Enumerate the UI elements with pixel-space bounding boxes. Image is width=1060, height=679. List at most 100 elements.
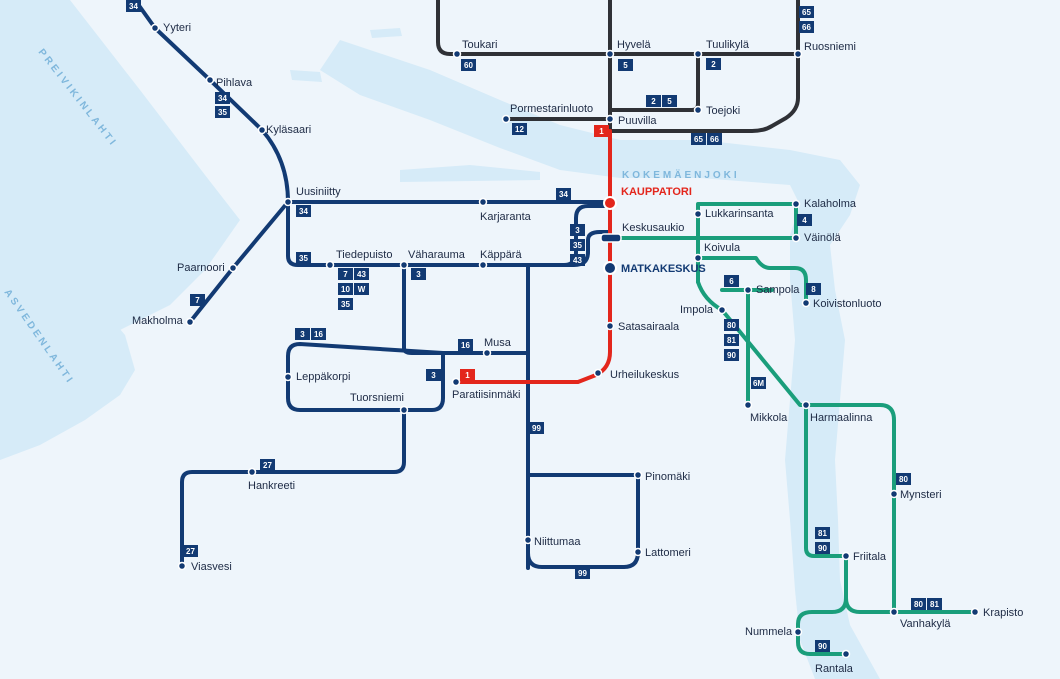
stop-dot-leppakorpi[interactable] (283, 372, 293, 382)
keskusaukio-hub[interactable] (600, 233, 622, 243)
route-badge[interactable]: 3 (426, 369, 441, 381)
stop-dot-tuulikyla[interactable] (693, 49, 703, 59)
route-badge[interactable]: 2 (646, 95, 661, 107)
stop-dot-rantala[interactable] (841, 649, 851, 659)
stop-labels: Yyteri Pihlava Kyläsaari Uusiniitty Karj… (132, 22, 1023, 675)
stop-dot-pinomaki[interactable] (633, 470, 643, 480)
route-badge[interactable]: 27 (183, 545, 198, 557)
stop-dot-mynsteri[interactable] (889, 489, 899, 499)
route-badge[interactable]: 1 (594, 125, 609, 137)
route-badge[interactable]: 81 (724, 334, 739, 346)
route-badge[interactable]: 6 (724, 275, 739, 287)
route-badge[interactable]: 81 (815, 527, 830, 539)
route-badge[interactable]: 80 (896, 473, 911, 485)
stop-dot-viasvesi[interactable] (177, 561, 187, 571)
stop-dot-toukari[interactable] (452, 49, 462, 59)
route-badge[interactable]: 34 (215, 92, 230, 104)
route-badge[interactable]: 5 (662, 95, 677, 107)
stop-dot-ruosniemi[interactable] (793, 49, 803, 59)
route-badge[interactable]: 90 (815, 640, 830, 652)
kauppatori-hub[interactable] (603, 196, 617, 210)
route-badge[interactable]: 90 (724, 349, 739, 361)
stop-dot-toejoki[interactable] (693, 105, 703, 115)
route-badge[interactable]: 43 (354, 268, 369, 280)
stop-dot-nummela[interactable] (793, 627, 803, 637)
stop-dot-uusiniitty[interactable] (283, 197, 293, 207)
stop-dot-impola[interactable] (717, 305, 727, 315)
stop-dot-tuorsniemi[interactable] (399, 405, 409, 415)
route-badge[interactable]: 90 (815, 542, 830, 554)
route-badge[interactable]: 80 (724, 319, 739, 331)
stop-dot-koivistonluoto[interactable] (801, 298, 811, 308)
stop-dot-pormestarinluoto[interactable] (501, 114, 511, 124)
route-badge[interactable]: 27 (260, 459, 275, 471)
route-badge[interactable]: 43 (570, 254, 585, 266)
route-badge[interactable]: 34 (556, 188, 571, 200)
route-badge[interactable]: 2 (706, 58, 721, 70)
route-badge[interactable]: 4 (797, 214, 812, 226)
stop-dot-koivula[interactable] (693, 253, 703, 263)
stop-dot-lattomeri[interactable] (633, 547, 643, 557)
stop-dot-sampola[interactable] (743, 285, 753, 295)
stop-dot-tiedepuisto[interactable] (325, 260, 335, 270)
matkakeskus-hub[interactable] (603, 261, 617, 275)
badge-label: 10 (341, 285, 350, 294)
badge-box (815, 640, 830, 652)
route-badge[interactable]: 65 (691, 133, 706, 145)
stop-dot-yyteri[interactable] (150, 23, 160, 33)
stop-dot-hankreeti[interactable] (247, 467, 257, 477)
stop-dot-musa[interactable] (482, 348, 492, 358)
stop-dot-vanhakyla[interactable] (889, 607, 899, 617)
route-badge[interactable]: 66 (707, 133, 722, 145)
badge-label: 27 (263, 461, 272, 470)
route-badge[interactable]: 16 (311, 328, 326, 340)
stop-dot-hyvela[interactable] (605, 49, 615, 59)
route-badge[interactable]: W (354, 283, 369, 295)
route-badge[interactable]: 7 (190, 294, 205, 306)
stop-dot-harmaalinna[interactable] (801, 400, 811, 410)
stop-dot-urheilukeskus[interactable] (593, 368, 603, 378)
stop-dot-mikkola[interactable] (743, 400, 753, 410)
stop-dot-lukkarinsanta[interactable] (693, 209, 703, 219)
stop-dot-friitala[interactable] (841, 551, 851, 561)
route-badge[interactable]: 6M (751, 377, 766, 389)
route-badge[interactable]: 65 (799, 6, 814, 18)
route-badge[interactable]: 81 (927, 598, 942, 610)
route-badge[interactable]: 34 (126, 0, 141, 12)
stop-label-kalaholma: Kalaholma (804, 198, 857, 210)
stop-dot-krapisto[interactable] (970, 607, 980, 617)
stop-dot-paarnoori[interactable] (228, 263, 238, 273)
route-badge[interactable]: 3 (570, 224, 585, 236)
stop-dot-paratiisinmaki[interactable] (451, 377, 461, 387)
route-badge[interactable]: 1 (460, 369, 475, 381)
route-badge[interactable]: 35 (296, 252, 311, 264)
route-badge[interactable]: 66 (799, 21, 814, 33)
stop-dot-puuvilla[interactable] (605, 114, 615, 124)
route-badge[interactable]: 10 (338, 283, 353, 295)
route-badge[interactable]: 35 (570, 239, 585, 251)
stop-dot-kappara[interactable] (478, 260, 488, 270)
route-badge[interactable]: 8 (806, 283, 821, 295)
route-badge[interactable]: 99 (529, 422, 544, 434)
route-badge[interactable]: 3 (411, 268, 426, 280)
stop-dot-makholma[interactable] (185, 317, 195, 327)
stop-dot-vainola[interactable] (791, 233, 801, 243)
stop-dot-vaharauma[interactable] (399, 260, 409, 270)
route-badge[interactable]: 16 (458, 339, 473, 351)
route-badge[interactable]: 5 (618, 59, 633, 71)
stop-dot-pihlava[interactable] (205, 75, 215, 85)
stop-dot-niittumaa[interactable] (523, 535, 533, 545)
route-badge[interactable]: 35 (215, 106, 230, 118)
route-badge[interactable]: 34 (296, 205, 311, 217)
route-badge[interactable]: 12 (512, 123, 527, 135)
stop-dot-kylasaari[interactable] (257, 125, 267, 135)
route-badge[interactable]: 7 (338, 268, 353, 280)
stop-dot-satasairaala[interactable] (605, 321, 615, 331)
route-badge[interactable]: 3 (295, 328, 310, 340)
stop-dot-kalaholma[interactable] (791, 199, 801, 209)
route-badge[interactable]: 60 (461, 59, 476, 71)
stop-dot-karjaranta[interactable] (478, 197, 488, 207)
route-badge[interactable]: 35 (338, 298, 353, 310)
route-badge[interactable]: 80 (911, 598, 926, 610)
route-badge[interactable]: 99 (575, 567, 590, 579)
